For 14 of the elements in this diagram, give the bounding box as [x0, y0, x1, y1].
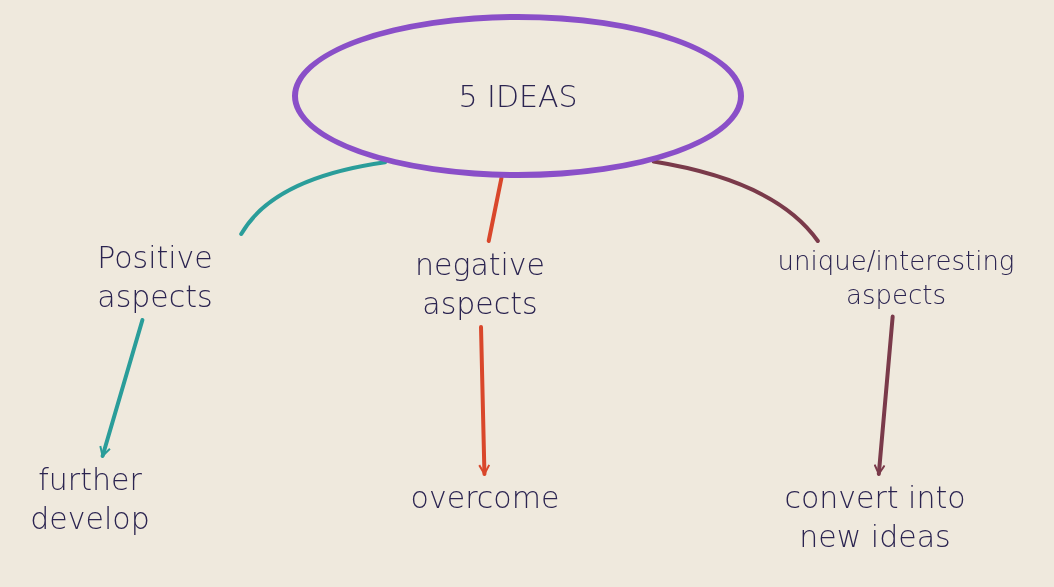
arrow: [873, 314, 895, 476]
arrow: [99, 318, 145, 458]
branch-text: negative aspects: [413, 246, 547, 323]
node-title: 5 IDEAS: [458, 77, 578, 116]
connector-line: [651, 159, 820, 243]
branch-text: Positive aspects: [96, 239, 214, 316]
branch-text: unique/interesting aspects: [776, 245, 1016, 312]
connector-line: [239, 160, 388, 236]
arrow: [478, 325, 491, 476]
branch-text: convert into new ideas: [783, 479, 967, 556]
ellipse-node: [292, 14, 744, 178]
branch-text: further develop: [29, 461, 151, 538]
connector-line: [486, 175, 504, 243]
branch-text: overcome: [410, 479, 560, 517]
